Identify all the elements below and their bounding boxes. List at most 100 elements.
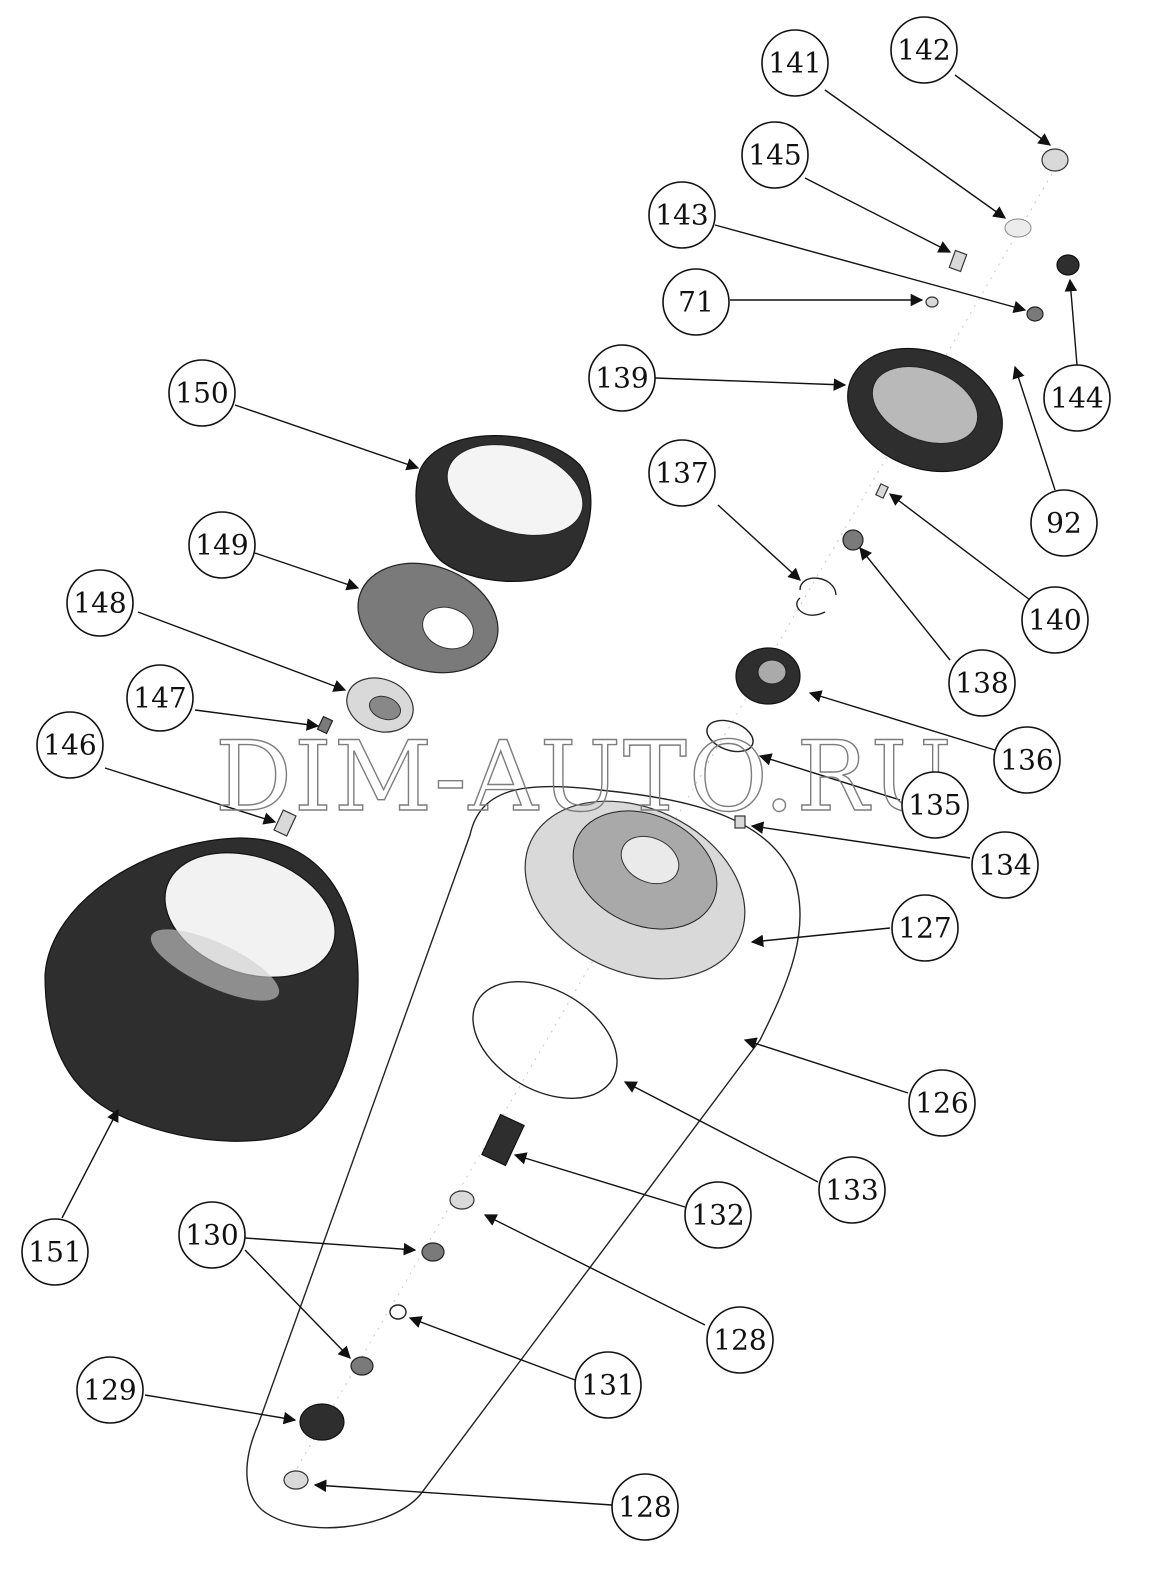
bushing-part	[346, 677, 414, 733]
callout-134: 134	[971, 831, 1039, 899]
callout-149: 149	[188, 511, 256, 579]
group-outline-126	[246, 785, 801, 1529]
svg-text:132: 132	[691, 1199, 744, 1232]
svg-text:143: 143	[655, 199, 708, 232]
o-ring-135-part	[706, 719, 754, 753]
callout-147: 147	[126, 664, 194, 732]
watermark-text: DIM-AUTO.RU	[215, 721, 954, 833]
nut-143-part	[1026, 306, 1044, 322]
leader-148	[137, 611, 347, 692]
leader-141	[824, 89, 1007, 219]
bolt-145-part	[948, 249, 968, 273]
ring-gear-part	[415, 435, 592, 583]
callout-151: 151	[21, 1218, 89, 1286]
callout-136: 136	[993, 726, 1061, 794]
bolt-146-part	[273, 809, 297, 837]
callout-140: 140	[1021, 586, 1089, 654]
svg-text:134: 134	[978, 849, 1031, 882]
carrier-plate-part	[357, 562, 499, 674]
svg-text:128: 128	[713, 1324, 766, 1357]
callout-138: 138	[948, 649, 1016, 717]
ring-131-part	[389, 1304, 407, 1320]
leader-144	[1064, 278, 1078, 366]
svg-text:148: 148	[73, 587, 126, 620]
svg-text:137: 137	[655, 457, 708, 490]
callout-141: 141	[761, 29, 829, 97]
washer-128-lower-part	[283, 1470, 309, 1490]
callout-127: 127	[891, 894, 959, 962]
callout-139: 139	[588, 344, 656, 412]
callout-131: 131	[574, 1351, 642, 1419]
callout-92: 92	[1030, 489, 1098, 557]
bushing-130-lower-part	[350, 1356, 374, 1376]
pin-140-part	[875, 483, 889, 499]
leader-139	[654, 377, 847, 391]
planet-gear-129-part	[299, 1403, 345, 1441]
pin-147-part	[316, 715, 334, 735]
svg-text:126: 126	[915, 1087, 968, 1120]
callout-129: 129	[76, 1356, 144, 1424]
leader-142	[954, 74, 1052, 146]
leader-92	[1012, 365, 1056, 491]
washer-71-part	[925, 296, 939, 308]
svg-text:129: 129	[83, 1374, 136, 1407]
shaft-132-part	[481, 1113, 525, 1167]
o-ring-133-part	[472, 981, 618, 1099]
assembly-axis	[289, 159, 1061, 1481]
svg-text:151: 151	[28, 1236, 81, 1269]
svg-text:141: 141	[768, 47, 821, 80]
svg-text:144: 144	[1050, 382, 1103, 415]
screw-134-part	[734, 815, 746, 829]
leader-132	[513, 1152, 686, 1208]
leader-134	[750, 821, 971, 859]
callout-146: 146	[36, 711, 104, 779]
washer-141-part	[1004, 218, 1032, 238]
brake-drum-part	[44, 837, 359, 1142]
callout-128-lower: 128	[611, 1473, 679, 1541]
leader-128-lower	[313, 1479, 613, 1506]
callout-126: 126	[908, 1069, 976, 1137]
svg-text:131: 131	[581, 1369, 634, 1402]
snap-ring-137-part	[796, 577, 837, 616]
leader-127	[750, 927, 891, 948]
washer-128-upper-part	[449, 1190, 475, 1210]
svg-text:147: 147	[133, 682, 186, 715]
leader-149	[254, 552, 360, 591]
callout-137: 137	[648, 439, 716, 507]
leader-146	[104, 767, 277, 825]
ball-138-part	[842, 529, 864, 551]
svg-text:149: 149	[195, 529, 248, 562]
svg-text:150: 150	[175, 377, 228, 410]
leader-151	[61, 1108, 119, 1219]
hub-part	[524, 800, 746, 980]
callout-128-upper: 128	[706, 1306, 774, 1374]
svg-text:133: 133	[825, 1174, 878, 1207]
leader-140	[888, 493, 1031, 601]
svg-text:139: 139	[595, 362, 648, 395]
plug-144-part	[1056, 254, 1080, 276]
callout-144: 144	[1043, 364, 1111, 432]
svg-text:140: 140	[1028, 604, 1081, 637]
svg-text:92: 92	[1046, 507, 1082, 540]
leader-135	[758, 753, 901, 801]
svg-text:136: 136	[1000, 744, 1053, 777]
callout-135: 135	[901, 771, 969, 839]
svg-text:145: 145	[748, 139, 801, 172]
leader-137	[717, 504, 801, 581]
callout-133: 133	[818, 1156, 886, 1224]
leader-126	[743, 1037, 909, 1094]
svg-text:128: 128	[618, 1491, 671, 1524]
svg-text:130: 130	[185, 1219, 238, 1252]
leader-131	[408, 1316, 576, 1381]
leader-130-lower	[244, 1249, 351, 1359]
svg-text:135: 135	[908, 789, 961, 822]
callout-143: 143	[648, 181, 716, 249]
leader-133	[623, 1081, 819, 1183]
callout-71: 71	[662, 268, 730, 336]
sun-gear-part	[735, 647, 801, 705]
callout-130: 130	[178, 1201, 246, 1269]
callout-145: 145	[741, 121, 809, 189]
svg-text:142: 142	[897, 34, 950, 67]
